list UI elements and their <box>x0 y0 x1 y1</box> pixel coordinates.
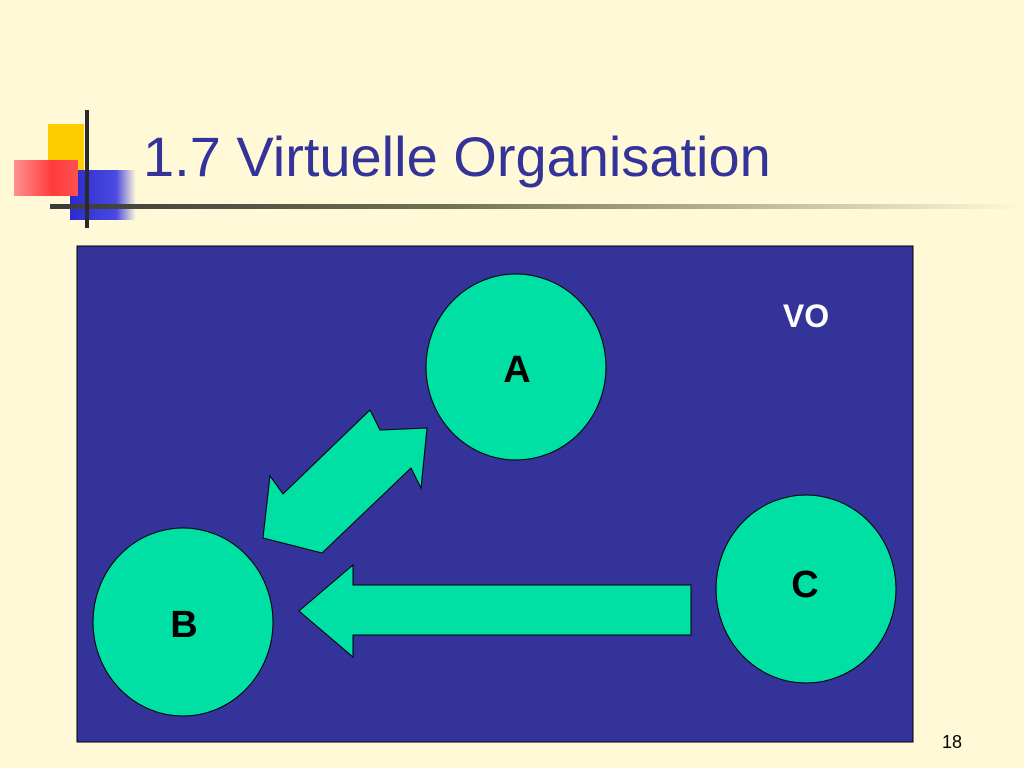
node-c-label: C <box>791 564 818 606</box>
node-a-circle <box>425 273 607 461</box>
title-decoration <box>14 110 1024 228</box>
decor-horizontal-line <box>50 204 1024 209</box>
slide-title: 1.7 Virtuelle Organisation <box>143 125 771 188</box>
arrow-a-b-bidirectional <box>262 409 428 554</box>
vo-label: VO <box>783 298 829 334</box>
decor-vertical-line <box>85 110 89 228</box>
node-b-label: B <box>170 604 197 646</box>
node-b: B <box>92 527 274 717</box>
node-b-circle <box>92 527 274 717</box>
node-a: A <box>425 273 607 461</box>
decor-red-square <box>14 160 78 196</box>
node-c-circle <box>715 494 897 684</box>
node-c: C <box>715 494 897 684</box>
page-number: 18 <box>941 732 962 752</box>
decor-blue-square <box>70 170 136 220</box>
node-a-label: A <box>503 349 530 391</box>
arrow-c-to-b <box>298 563 692 659</box>
